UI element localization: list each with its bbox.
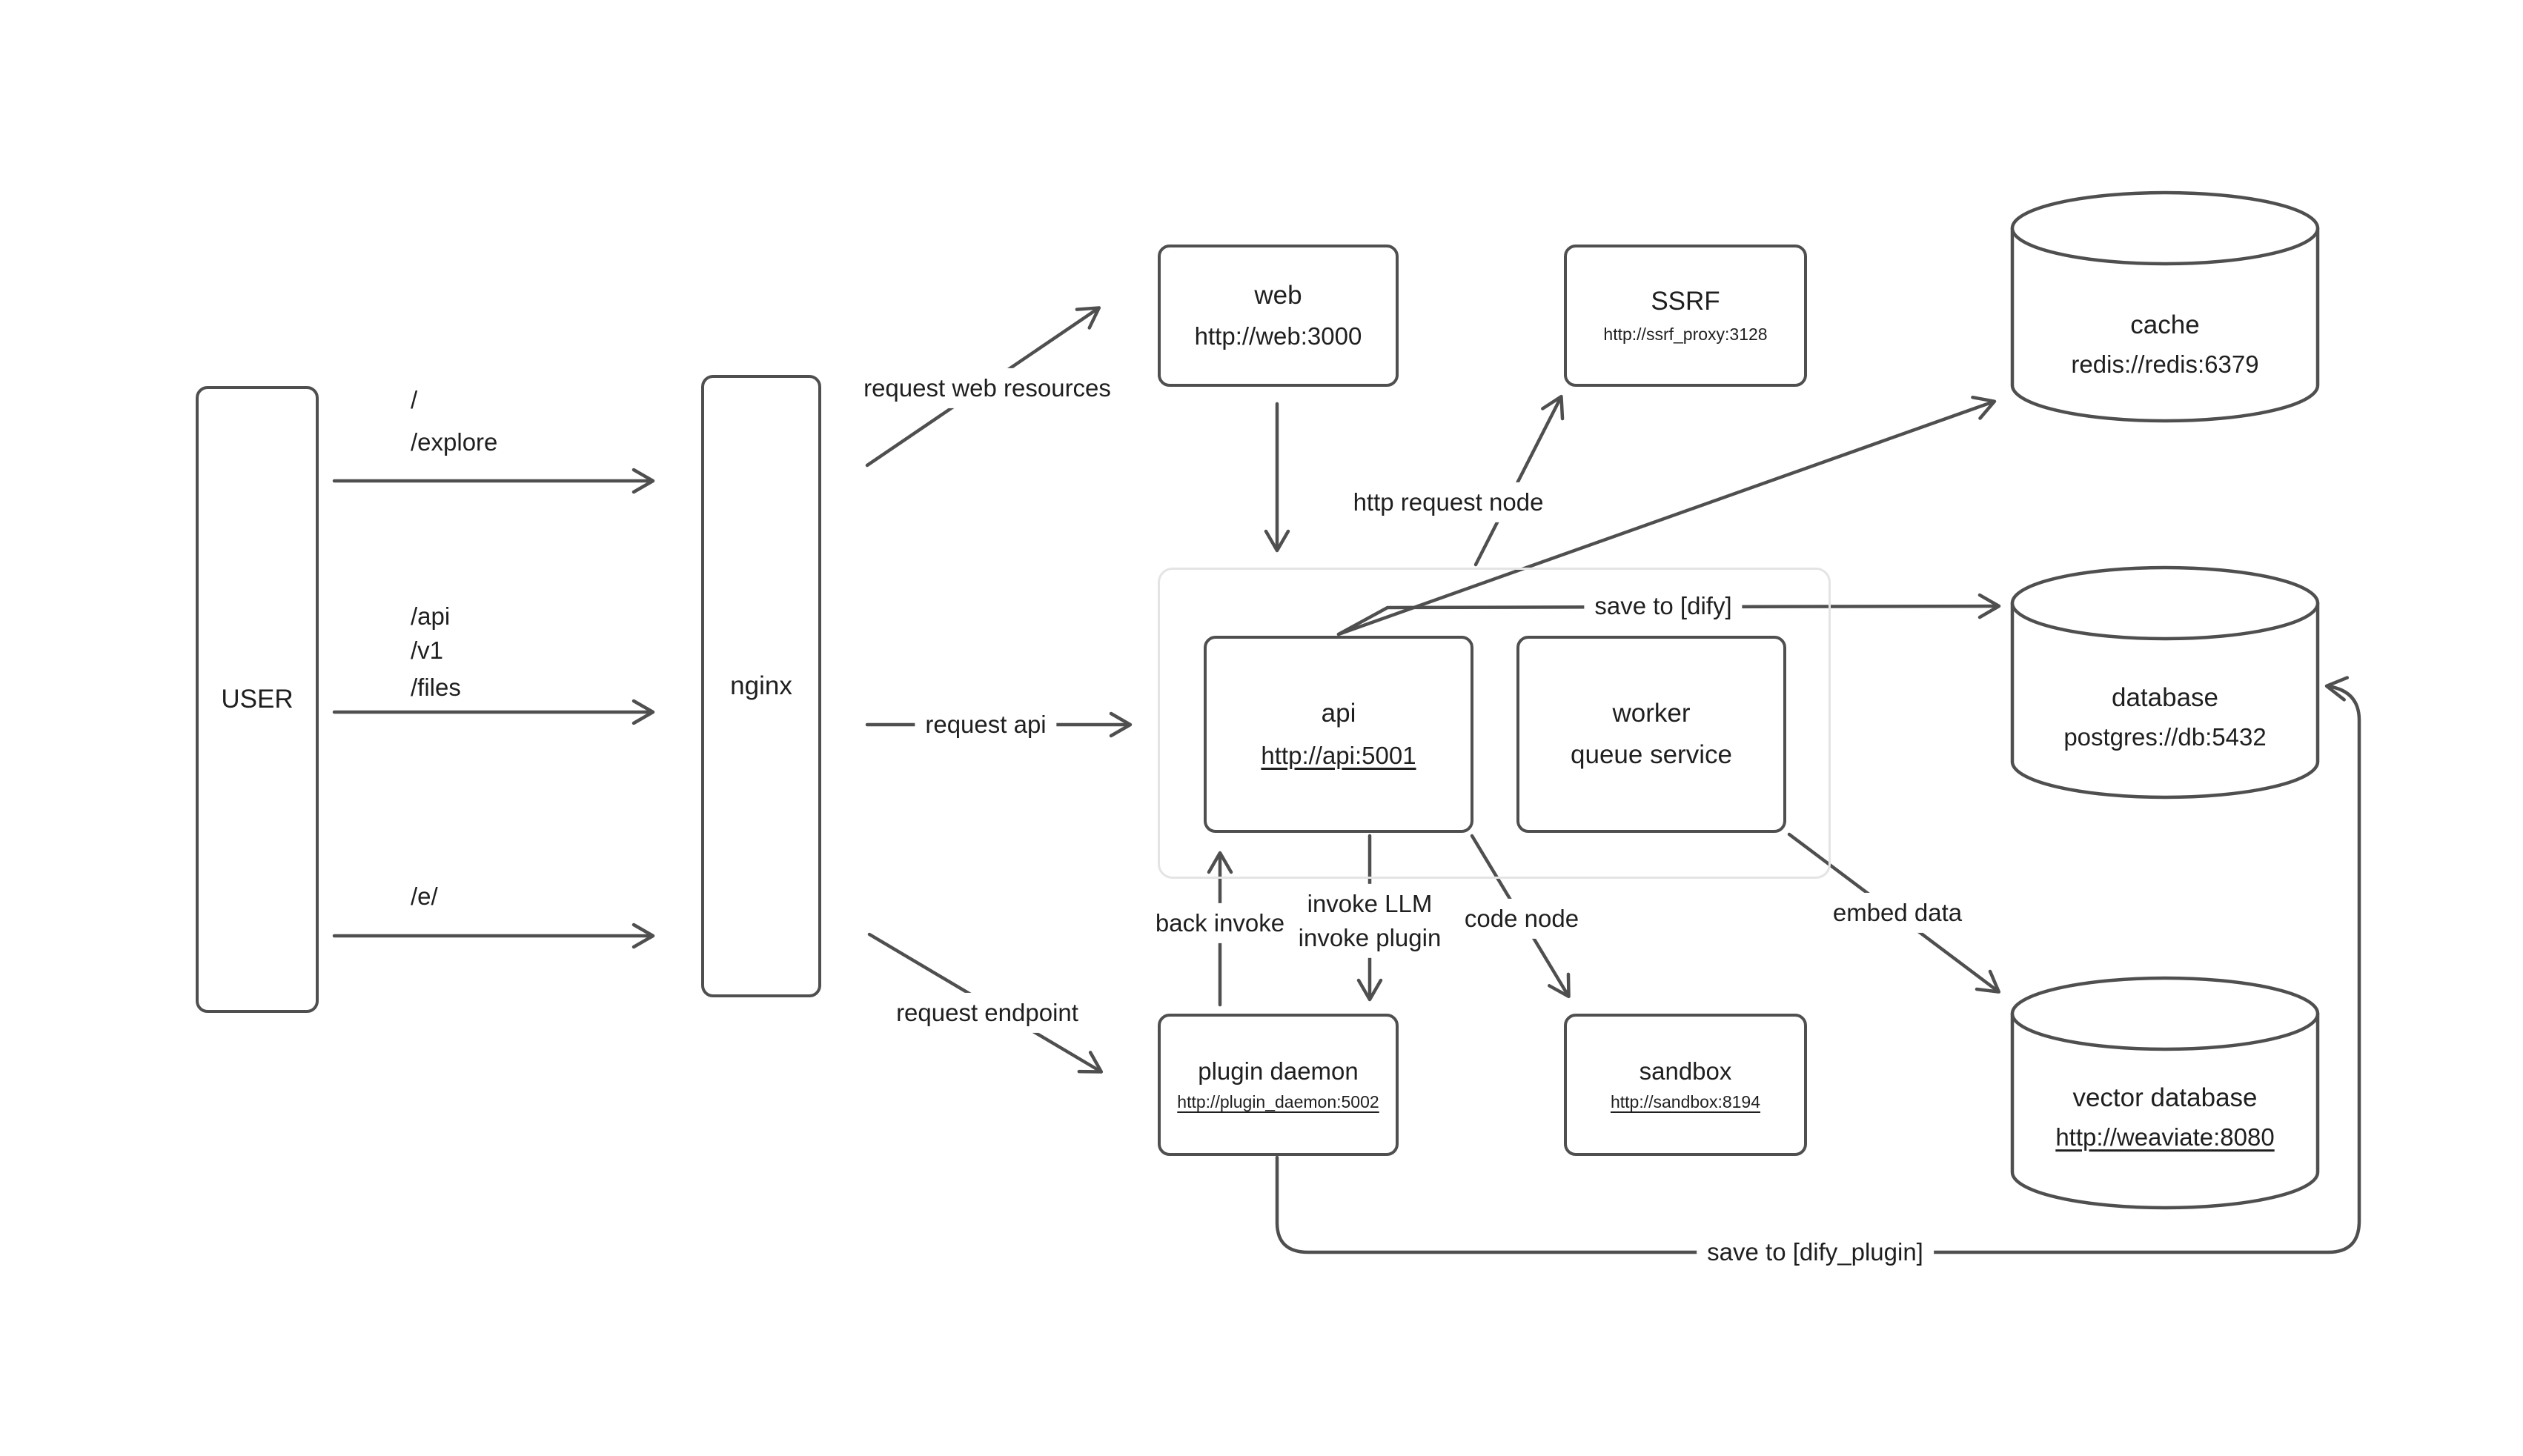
cache-cylinder-top — [2010, 190, 2320, 266]
vector-database-title: vector database — [2072, 1083, 2258, 1113]
route-label-e: /e/ — [411, 882, 438, 910]
api-url[interactable]: http://api:5001 — [1261, 742, 1416, 770]
worker-node: worker queue service — [1516, 636, 1786, 833]
sandbox-title: sandbox — [1639, 1057, 1732, 1086]
route-label-files: /files — [411, 674, 461, 701]
edge-label-request-api: request api — [915, 704, 1057, 745]
api-node: api http://api:5001 — [1204, 636, 1473, 833]
database-cylinder-body — [2010, 601, 2320, 800]
vector-database-cylinder-body — [2010, 1011, 2320, 1210]
edge-api-cache — [1336, 395, 1997, 636]
ssrf-url: http://ssrf_proxy:3128 — [1603, 325, 1768, 345]
edge-label-invoke: invoke LLM invoke plugin — [1287, 883, 1452, 959]
web-url: http://web:3000 — [1194, 322, 1362, 350]
user-node: USER — [196, 386, 319, 1013]
route-label-api: /api — [411, 602, 451, 630]
web-node: web http://web:3000 — [1158, 245, 1399, 387]
user-label: USER — [221, 685, 294, 714]
nginx-label: nginx — [730, 671, 792, 700]
cache-node: cache redis://redis:6379 — [2071, 310, 2258, 379]
edge-api-ssrf — [1473, 394, 1565, 567]
plugin-daemon-node: plugin daemon http://plugin_daemon:5002 — [1158, 1014, 1399, 1156]
edge-api-database — [1336, 593, 2001, 636]
edge-label-invoke-plugin: invoke plugin — [1298, 924, 1442, 951]
worker-title: worker — [1612, 699, 1691, 728]
edge-label-http-request-node: http request node — [1342, 482, 1554, 523]
api-title: api — [1321, 699, 1356, 728]
edge-label-save-to-dify-plugin: save to [dify_plugin] — [1697, 1231, 1934, 1273]
route-label-root: / — [411, 386, 418, 413]
vector-database-node: vector database http://weaviate:8080 — [2055, 1083, 2274, 1152]
worker-subtitle: queue service — [1571, 740, 1732, 769]
edge-label-code-node: code node — [1453, 898, 1590, 940]
database-node: database postgres://db:5432 — [2063, 682, 2266, 752]
sandbox-url[interactable]: http://sandbox:8194 — [1610, 1092, 1761, 1111]
cache-cylinder-body — [2010, 226, 2320, 423]
cache-url: redis://redis:6379 — [2071, 350, 2259, 379]
vector-database-url[interactable]: http://weaviate:8080 — [2055, 1123, 2275, 1151]
api-worker-group — [1158, 568, 1831, 879]
ssrf-title: SSRF — [1651, 287, 1720, 316]
edge-label-invoke-llm: invoke LLM — [1307, 889, 1433, 917]
nginx-node: nginx — [701, 375, 821, 997]
edge-label-save-to-dify: save to [dify] — [1584, 585, 1743, 627]
plugin-daemon-title: plugin daemon — [1198, 1057, 1359, 1086]
route-label-v1: /v1 — [411, 636, 444, 664]
plugin-daemon-url[interactable]: http://plugin_daemon:5002 — [1177, 1092, 1379, 1111]
edge-label-embed-data: embed data — [1822, 892, 1973, 934]
sandbox-node: sandbox http://sandbox:8194 — [1564, 1014, 1807, 1156]
database-url: postgres://db:5432 — [2063, 723, 2267, 751]
edge-label-back-invoke: back invoke — [1144, 902, 1296, 944]
web-title: web — [1254, 281, 1302, 310]
vector-database-cylinder-top — [2010, 976, 2320, 1051]
ssrf-node: SSRF http://ssrf_proxy:3128 — [1564, 245, 1807, 387]
cache-title: cache — [2130, 310, 2200, 340]
edge-label-request-web: request web resources — [853, 368, 1121, 409]
route-label-explore: /explore — [411, 428, 498, 456]
database-title: database — [2111, 683, 2219, 713]
edge-label-request-endpoint: request endpoint — [886, 992, 1089, 1034]
database-cylinder-top — [2010, 565, 2320, 641]
edge-plugin-daemon-database — [1275, 676, 2361, 1254]
